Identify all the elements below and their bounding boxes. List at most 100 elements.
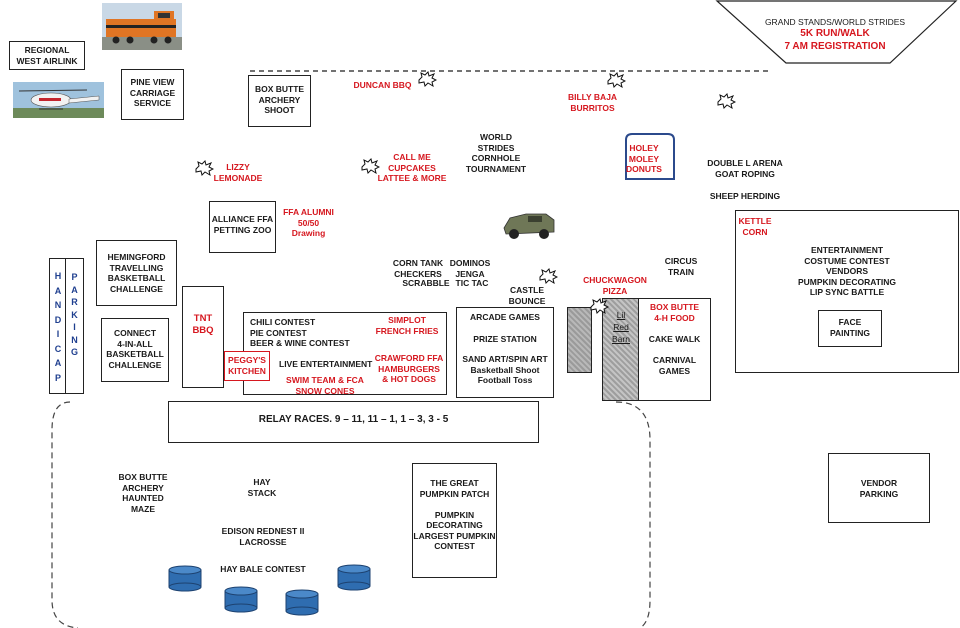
hemingford-label: HEMINGFORD TRAVELLING BASKETBALL CHALLEN… bbox=[107, 252, 166, 294]
hay-bale-barrel-4 bbox=[337, 564, 371, 591]
pine-view-box[interactable]: PINE VIEW CARRIAGE SERVICE bbox=[121, 69, 184, 120]
4h-food-label: BOX BUTTE 4-H FOOD bbox=[649, 302, 700, 323]
lacrosse-label: EDISON REDNEST II LACROSSE bbox=[221, 526, 305, 547]
locomotive-icon bbox=[102, 3, 182, 50]
dashed-track-right bbox=[615, 401, 651, 628]
pine-view-label: PINE VIEW CARRIAGE SERVICE bbox=[129, 77, 176, 108]
peggys-box[interactable]: PEGGY'S KITCHEN bbox=[224, 351, 270, 381]
double-l-arena-label: DOUBLE L ARENA GOAT ROPING bbox=[707, 158, 783, 179]
hay-bale-barrel-3 bbox=[285, 589, 319, 616]
billy-baja-label: BILLY BAJA BURRITOS bbox=[567, 92, 618, 113]
tnt-bbq-label: TNT BBQ bbox=[192, 313, 214, 336]
handicap-letter: P bbox=[54, 372, 61, 383]
regional-airlink-box[interactable]: REGIONAL WEST AIRLINK bbox=[9, 41, 85, 70]
parking-letter: P bbox=[71, 272, 78, 282]
archery-shoot-box[interactable]: BOX BUTTE ARCHERY SHOOT bbox=[248, 75, 311, 127]
vendor-parking-box[interactable]: VENDOR PARKING bbox=[828, 453, 930, 523]
crawford-label: CRAWFORD FFA HAMBURGERS & HOT DOGS bbox=[374, 353, 444, 384]
dominos-label: DOMINOS JENGA bbox=[449, 258, 491, 279]
vendor-splat-icon bbox=[195, 160, 214, 176]
simplot-label: SIMPLOT FRENCH FRIES bbox=[375, 315, 439, 336]
handicap-letter: C bbox=[54, 343, 62, 354]
humvee-icon bbox=[503, 213, 555, 239]
vendor-splat-icon bbox=[590, 298, 609, 314]
vendor-splat-icon bbox=[361, 158, 380, 174]
vendor-splat-icon bbox=[717, 93, 736, 109]
entertainment-area[interactable]: KETTLE CORN ENTERTAINMENT COSTUME CONTES… bbox=[735, 210, 959, 373]
4h-food-box[interactable]: BOX BUTTE 4-H FOOD CAKE WALK CARNIVAL GA… bbox=[638, 298, 711, 401]
helicopter-icon bbox=[13, 82, 104, 118]
prize-station-label: PRIZE STATION bbox=[473, 334, 537, 344]
face-painting-box[interactable]: FACE PAINTING bbox=[818, 310, 882, 347]
parking-letter: I bbox=[73, 322, 76, 332]
hay-bale-barrel-2 bbox=[224, 586, 258, 613]
face-painting-label: FACE PAINTING bbox=[830, 317, 870, 338]
pumpkin-patch-label: THE GREAT PUMPKIN PATCH PUMPKIN DECORATI… bbox=[413, 478, 496, 551]
call-me-cupcakes-label: CALL ME CUPCAKES LATTEE & MORE bbox=[377, 152, 447, 183]
handicap-letter: H bbox=[54, 271, 62, 281]
lizzy-lemonade-label: LIZZY LEMONADE bbox=[213, 162, 263, 183]
parking-letter: G bbox=[70, 347, 78, 357]
cake-walk-label: CAKE WALK bbox=[648, 334, 701, 344]
tnt-bbq-box[interactable]: TNT BBQ bbox=[182, 286, 224, 388]
circus-train-label: CIRCUS TRAIN bbox=[664, 256, 698, 277]
vendor-parking-label: VENDOR PARKING bbox=[859, 478, 899, 499]
grandstands-event: 5K RUN/WALK bbox=[800, 28, 870, 39]
vendor-splat-icon bbox=[607, 72, 626, 88]
haunted-maze-label: BOX BUTTE ARCHERY HAUNTED MAZE bbox=[118, 472, 168, 514]
lil-red-barn-label: Lil Red Barn bbox=[612, 310, 630, 344]
swim-team-label: SWIM TEAM & FCA SNOW CONES bbox=[286, 375, 364, 396]
live-entertainment-label: LIVE ENTERTAINMENT bbox=[279, 359, 373, 369]
hay-stack-label: HAY STACK bbox=[247, 477, 277, 498]
pumpkin-patch-box[interactable]: THE GREAT PUMPKIN PATCH PUMPKIN DECORATI… bbox=[412, 463, 497, 578]
grandstands-shape bbox=[715, 0, 958, 64]
petting-zoo-label: ALLIANCE FFA PETTING ZOO bbox=[211, 214, 274, 235]
contests-label: CHILI CONTEST PIE CONTEST BEER & WINE CO… bbox=[250, 317, 350, 348]
entertainment-label: ENTERTAINMENT COSTUME CONTEST VENDORS PU… bbox=[797, 245, 897, 297]
lil-red-barn-building[interactable]: Lil Red Barn bbox=[602, 298, 640, 401]
hay-bale-barrel-1 bbox=[168, 565, 202, 592]
arcade-box[interactable]: ARCADE GAMES PRIZE STATION SAND ART/SPIN… bbox=[456, 307, 554, 398]
parking-letter: N bbox=[71, 334, 78, 345]
handicap-letter: I bbox=[56, 329, 60, 339]
carnival-games-label: CARNIVAL GAMES bbox=[652, 355, 697, 376]
arcade-label: ARCADE GAMES bbox=[470, 312, 540, 322]
cornhole-label: WORLD STRIDES CORNHOLE TOURNAMENT bbox=[465, 132, 527, 174]
peggys-label: PEGGY'S KITCHEN bbox=[228, 355, 266, 376]
hemingford-box[interactable]: HEMINGFORD TRAVELLING BASKETBALL CHALLEN… bbox=[96, 240, 177, 306]
holey-moley-shape bbox=[625, 133, 675, 180]
handicap-letter: A bbox=[54, 358, 62, 368]
regional-airlink-label: REGIONAL WEST AIRLINK bbox=[16, 45, 78, 66]
tic-tac-label: TIC TAC bbox=[455, 278, 489, 288]
vendor-splat-icon bbox=[418, 71, 437, 87]
handicap-letter: N bbox=[54, 300, 62, 310]
scrabble-label: SCRABBLE bbox=[402, 278, 450, 288]
relay-races-label: RELAY RACES. 9 – 11, 11 – 1, 1 – 3, 3 - … bbox=[258, 414, 449, 425]
handicap-letter: D bbox=[54, 314, 62, 325]
castle-bounce-label: CASTLE BOUNCE bbox=[508, 285, 546, 306]
connect-label: CONNECT 4-IN-ALL BASKETBALL CHALLENGE bbox=[106, 328, 164, 370]
hay-bale-label: HAY BALE CONTEST bbox=[220, 564, 306, 574]
petting-zoo-box[interactable]: ALLIANCE FFA PETTING ZOO bbox=[209, 201, 276, 253]
kettle-corn-label: KETTLE CORN bbox=[738, 216, 772, 237]
archery-shoot-label: BOX BUTTE ARCHERY SHOOT bbox=[254, 84, 305, 115]
duncan-bbq-label: DUNCAN BBQ bbox=[353, 80, 412, 90]
sheep-herding-label: SHEEP HERDING bbox=[709, 191, 781, 201]
ffa-alumni-label: FFA ALUMNI 50/50 Drawing bbox=[283, 207, 334, 238]
vendor-splat-icon bbox=[539, 268, 558, 284]
parking-letter: K bbox=[71, 309, 78, 320]
connect-box[interactable]: CONNECT 4-IN-ALL BASKETBALL CHALLENGE bbox=[101, 318, 169, 382]
parking-letter: R bbox=[71, 297, 78, 307]
gray-building bbox=[567, 307, 592, 373]
grandstands-registration: 7 AM REGISTRATION bbox=[784, 41, 886, 52]
parking-letter: A bbox=[71, 284, 78, 295]
relay-races-box[interactable]: RELAY RACES. 9 – 11, 11 – 1, 1 – 3, 3 - … bbox=[168, 401, 539, 443]
corn-tank-label: CORN TANK CHECKERS bbox=[392, 258, 444, 279]
contest-box[interactable]: CHILI CONTEST PIE CONTEST BEER & WINE CO… bbox=[243, 312, 447, 396]
handicap-letter: A bbox=[54, 285, 62, 296]
dashed-track-left bbox=[51, 401, 79, 628]
